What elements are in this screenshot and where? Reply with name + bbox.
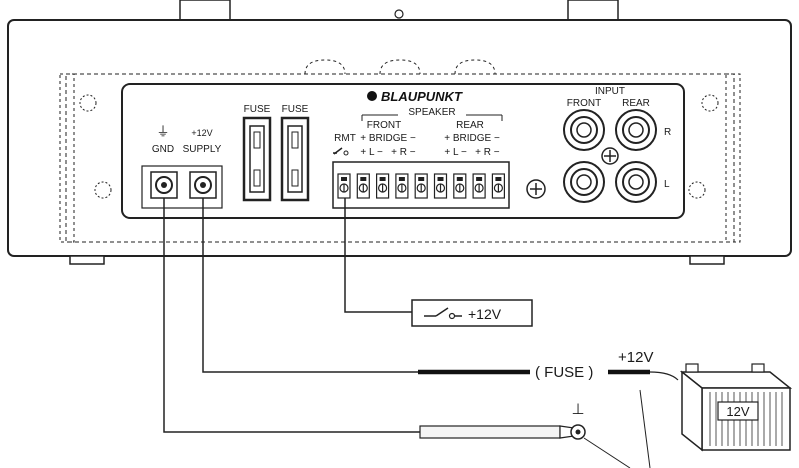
fuse2-label: FUSE (282, 104, 309, 115)
foot-right (689, 255, 725, 265)
speaker-terminal[interactable] (472, 173, 486, 199)
inline-fuse-label: ( FUSE ) (535, 364, 593, 381)
battery (679, 363, 793, 452)
ground-lug-hole (575, 429, 581, 435)
remote-plus12v-label: +12V (468, 306, 502, 322)
rca-front-right[interactable] (563, 109, 605, 151)
remote-source-box (411, 299, 533, 327)
ground-wire (163, 198, 420, 433)
rmt-label: RMT (334, 133, 356, 144)
mount-hole-right-bottom (688, 181, 706, 199)
foot-left (69, 255, 105, 265)
dashed-bump-1 (304, 59, 346, 75)
input-title: INPUT (595, 86, 625, 97)
mount-hole-right-top (701, 94, 719, 112)
input-rear-label: REAR (622, 98, 650, 109)
speaker-terminal[interactable] (356, 173, 370, 199)
fuse-2[interactable] (280, 116, 310, 202)
speaker-terminals (337, 173, 505, 199)
speaker-terminal[interactable] (433, 173, 448, 199)
ground-icon: ⏚ (156, 124, 169, 139)
gnd-label: GND (152, 144, 174, 155)
mount-hole-left-bottom (94, 181, 112, 199)
ground-symbol-icon: ⊥ (571, 401, 584, 418)
panel-screw-center (526, 179, 546, 199)
mount-hole-left-top (79, 94, 97, 112)
battery-label: 12V (726, 404, 749, 419)
switch-icon (424, 307, 462, 320)
speaker-terminal[interactable] (453, 173, 467, 199)
rear-bridge-label: + BRIDGE − (444, 133, 500, 144)
power-terminal-block (141, 165, 223, 209)
speaker-rear-label: REAR (456, 120, 484, 131)
speaker-title: SPEAKER (408, 107, 455, 118)
remote-wire (344, 198, 412, 313)
input-l-label: L (664, 179, 670, 190)
dashed-side-left (59, 73, 75, 243)
plus12v-label: +12V (191, 128, 212, 138)
remote-switch-icon (333, 147, 349, 156)
supply-label: SUPPLY (183, 144, 222, 155)
speaker-bracket-ends (361, 115, 503, 121)
rca-rear-right[interactable] (615, 109, 657, 151)
fuse1-label: FUSE (244, 104, 271, 115)
front-lr-label: + L − + R − (360, 147, 415, 158)
supply-terminal-center (200, 182, 206, 188)
dashed-bump-3 (454, 59, 496, 75)
brand-logo: BLAUPUNKT (381, 89, 463, 104)
rca-front-left[interactable] (563, 161, 605, 203)
dashed-side-right (725, 73, 741, 243)
input-r-label: R (664, 127, 671, 138)
rca-rear-left[interactable] (615, 161, 657, 203)
speaker-front-label: FRONT (367, 120, 401, 131)
speaker-terminal[interactable] (376, 173, 390, 199)
top-tab-left (179, 0, 231, 23)
input-front-label: FRONT (567, 98, 601, 109)
dashed-bump-2 (379, 59, 421, 75)
fuse-1[interactable] (242, 116, 272, 202)
gnd-terminal-center (161, 182, 167, 188)
front-bridge-label: + BRIDGE − (360, 133, 416, 144)
battery-plus12v-label: +12V (618, 349, 653, 366)
dashed-inner-frame (65, 73, 735, 243)
ground-cable-sleeve (419, 425, 561, 439)
brand-logo-dot-icon (367, 91, 377, 101)
ground-leader-line (583, 437, 631, 468)
speaker-terminal[interactable] (491, 173, 505, 199)
speaker-terminal[interactable] (395, 173, 409, 199)
rear-lr-label: + L − + R − (444, 147, 499, 158)
supply-wire (202, 198, 418, 373)
speaker-terminal[interactable] (337, 173, 351, 199)
panel-screw-input (601, 147, 619, 165)
battery-leader-line (639, 389, 651, 468)
top-screw (394, 9, 404, 19)
top-tab-right (567, 0, 619, 23)
speaker-terminal[interactable] (414, 173, 428, 199)
battery-cable-end (649, 371, 679, 381)
